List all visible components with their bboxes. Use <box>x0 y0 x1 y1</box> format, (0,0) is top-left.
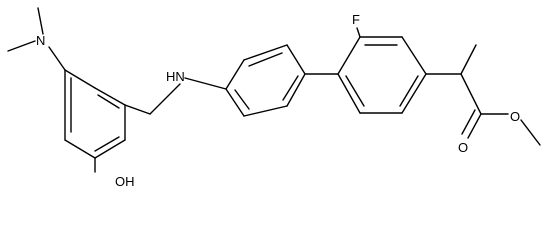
fluorine-substituent: F <box>352 12 361 38</box>
nitrogen-atom-label: N <box>36 33 45 48</box>
ring-b-phenylene <box>225 44 306 117</box>
fluorine-label: F <box>352 12 360 27</box>
methyl-propanoate-chain: O O <box>425 44 541 155</box>
hydroxyl-group: OH <box>94 157 135 189</box>
ring-c-fluorophenyl <box>337 36 427 114</box>
hydroxyl-label: OH <box>115 174 135 189</box>
ring-a-phenol <box>64 69 126 159</box>
chemical-structure: N OH HN <box>7 7 541 189</box>
carbonyl-oxygen-label: O <box>458 140 468 155</box>
amine-nh-label: HN <box>166 69 185 84</box>
ester-oxygen-label: O <box>510 109 520 124</box>
benzylamine-linker: HN <box>124 69 227 115</box>
dimethylamino-group: N <box>7 7 66 71</box>
